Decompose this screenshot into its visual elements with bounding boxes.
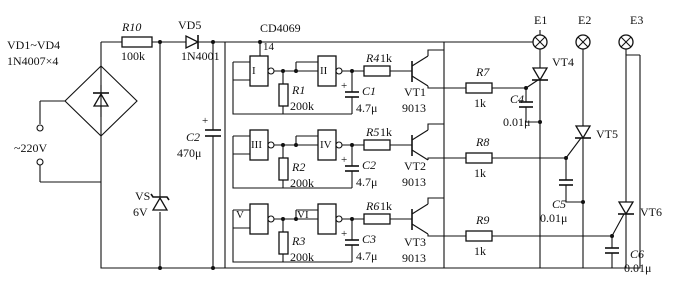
- gate-label-v: V: [236, 209, 244, 221]
- vt3-part: 9013: [402, 251, 426, 265]
- vt4-name: VT4: [552, 55, 574, 69]
- ac-terminal-bottom: [36, 158, 44, 166]
- c5-value: 0.01μ: [540, 211, 567, 225]
- diode-vd5: [185, 34, 200, 50]
- c2s-value: 4.7μ: [356, 175, 377, 189]
- vt3-name: VT3: [404, 235, 426, 249]
- r1-value: 200k: [290, 99, 314, 113]
- e1-name: E1: [534, 13, 547, 27]
- r5-value: 1k: [380, 125, 392, 139]
- bridge-rectifier: [64, 65, 138, 137]
- c2-name: C2: [186, 130, 200, 144]
- resistor-r9: [465, 230, 493, 242]
- mains-label: ~220V: [14, 141, 47, 155]
- e3-name: E3: [630, 13, 643, 27]
- c3-value: 4.7μ: [356, 249, 377, 263]
- resistor-r5: [363, 139, 391, 151]
- resistor-r6: [363, 213, 391, 225]
- svg-text:+: +: [341, 154, 347, 166]
- r2-name: R2: [291, 160, 305, 174]
- e2-name: E2: [578, 13, 591, 27]
- r3-value: 200k: [290, 250, 314, 264]
- outer-frame-left-bottom: [100, 42, 641, 269]
- resistor-r10: [121, 36, 153, 48]
- r6-name: R6: [365, 199, 379, 213]
- scr-vt6: [617, 201, 635, 216]
- resistor-r1: [278, 83, 289, 107]
- r3-name: R3: [291, 234, 305, 248]
- r2-value: 200k: [290, 176, 314, 190]
- r1-name: R1: [291, 83, 305, 97]
- gate-v: [249, 203, 269, 235]
- r6-value: 1k: [380, 199, 392, 213]
- stage-1: I II R1 200k + C1 4.7μ R4 1k: [232, 13, 574, 268]
- r4-value: 1k: [380, 51, 392, 65]
- r10-value: 100k: [121, 49, 145, 63]
- resistor-r3: [278, 231, 289, 255]
- r9-name: R9: [475, 213, 489, 227]
- c6-name: C6: [630, 247, 644, 261]
- c4-name: C4: [510, 92, 524, 106]
- c2s-name: C2: [362, 158, 376, 172]
- scr-vt5: [574, 125, 592, 140]
- c1-value: 4.7μ: [356, 101, 377, 115]
- vt1-name: VT1: [404, 85, 426, 99]
- r8-name: R8: [475, 135, 489, 149]
- vd5-name: VD5: [178, 18, 201, 32]
- gate-label-i: I: [252, 65, 256, 77]
- resistor-r4: [363, 65, 391, 77]
- r4-name: R4: [365, 51, 379, 65]
- zener-vs: [151, 196, 169, 211]
- vt6-name: VT6: [640, 205, 662, 219]
- c4-value: 0.01μ: [503, 115, 530, 129]
- vd5-part: 1N4001: [181, 49, 220, 63]
- r7-value: 1k: [474, 96, 486, 110]
- stage-3: V VI R3 200k + C3 4.7μ R6 1k VT3 9013: [232, 13, 662, 275]
- vt5-name: VT5: [596, 127, 618, 141]
- r10-name: R10: [121, 20, 141, 34]
- gate-label-vi: VI: [297, 209, 309, 221]
- svg-text:+: +: [341, 228, 347, 240]
- c3-name: C3: [362, 232, 376, 246]
- r8-value: 1k: [474, 166, 486, 180]
- r5-name: R5: [365, 125, 379, 139]
- r7-name: R7: [475, 65, 490, 79]
- resistor-r8: [465, 152, 493, 164]
- r9-value: 1k: [474, 244, 486, 258]
- gate-label-iii: III: [251, 139, 262, 151]
- ac-terminal-top: [36, 124, 44, 132]
- c2-value: 470μ: [177, 146, 201, 160]
- vt2-name: VT2: [404, 159, 426, 173]
- resistor-r2: [278, 157, 289, 181]
- gate-label-ii: II: [320, 65, 328, 77]
- bridge-part: 1N4007×4: [7, 54, 58, 68]
- scr-vt4: [531, 67, 549, 82]
- gate-vi: [317, 203, 337, 235]
- resistor-r7: [465, 82, 493, 94]
- svg-text:+: +: [202, 115, 208, 127]
- c5-name: C5: [552, 197, 566, 211]
- vs-name: VS: [135, 189, 150, 203]
- vt2-part: 9013: [402, 175, 426, 189]
- stage-2: III IV R2 200k + C2 4.7μ R5 1k VT2 9013: [232, 13, 618, 268]
- ic-pin14: 14: [263, 41, 275, 53]
- c1-name: C1: [362, 84, 376, 98]
- vt1-part: 9013: [402, 101, 426, 115]
- svg-text:+: +: [341, 80, 347, 92]
- c6-value: 0.01μ: [624, 261, 651, 275]
- gate-label-iv: IV: [320, 139, 332, 151]
- ic-name: CD4069: [260, 21, 301, 35]
- vs-value: 6V: [133, 205, 148, 219]
- bridge-name: VD1~VD4: [7, 38, 60, 52]
